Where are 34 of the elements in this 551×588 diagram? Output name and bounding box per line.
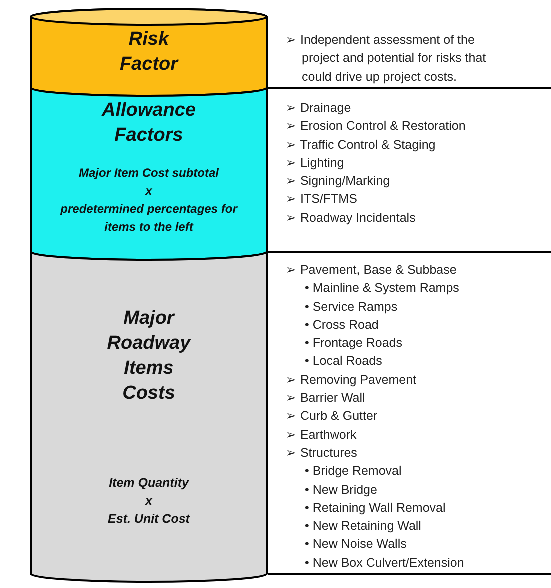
- list-item: ➢ Pavement, Base & Subbase: [285, 262, 458, 279]
- list-item: ➢ Removing Pavement: [285, 372, 418, 389]
- formula-text: x: [144, 183, 154, 200]
- list-item: • Cross Road: [304, 316, 380, 334]
- list-item: ➢ Structures: [285, 444, 358, 462]
- list-item: • Frontage Roads: [304, 335, 404, 352]
- list-item: ➢ Signing/Marking: [285, 173, 392, 190]
- formula-text: Item Quantity: [108, 475, 190, 492]
- list-item: ➢ ITS/FTMS: [285, 191, 358, 208]
- list-item: ➢ Barrier Wall: [285, 390, 366, 408]
- list-item: ➢ Traffic Control & Staging: [285, 136, 437, 154]
- formula-text: x: [144, 493, 154, 510]
- list-item: • New Retaining Wall: [304, 518, 422, 536]
- list-item: • Local Roads: [304, 353, 384, 370]
- list-item: • Retaining Wall Removal: [304, 500, 447, 517]
- list-item: • Bridge Removal: [304, 463, 403, 480]
- formula-text: Est. Unit Cost: [107, 511, 192, 528]
- list-item: ➢ Roadway Incidentals: [285, 210, 417, 227]
- list-item: ➢ Erosion Control & Restoration: [285, 118, 467, 136]
- list-item: ➢ Drainage: [285, 100, 352, 117]
- list-item: ➢ Lighting: [285, 154, 346, 172]
- list-item: • New Box Culvert/Extension: [304, 554, 466, 572]
- list-item: ➢ Curb & Gutter: [285, 408, 379, 426]
- list-item: ➢ Earthwork: [285, 426, 358, 444]
- list-item: • Mainline & System Ramps: [304, 280, 460, 298]
- list-item: ➢ Independent assessment of the project and potential for risks that could drive up project costs.: [285, 32, 488, 86]
- list-item: • New Bridge: [304, 482, 378, 499]
- formula-text: Major Item Cost subtotal: [78, 165, 220, 182]
- section-heading: Allowance Factors: [100, 99, 197, 148]
- list-item: • Service Ramps: [304, 298, 399, 316]
- list-item: • New Noise Walls: [304, 536, 408, 554]
- section-heading: Risk Factor: [118, 28, 180, 77]
- section-heading: Major Roadway Items Costs: [106, 307, 192, 406]
- formula-text: predetermined percentages for items to the left: [59, 201, 239, 236]
